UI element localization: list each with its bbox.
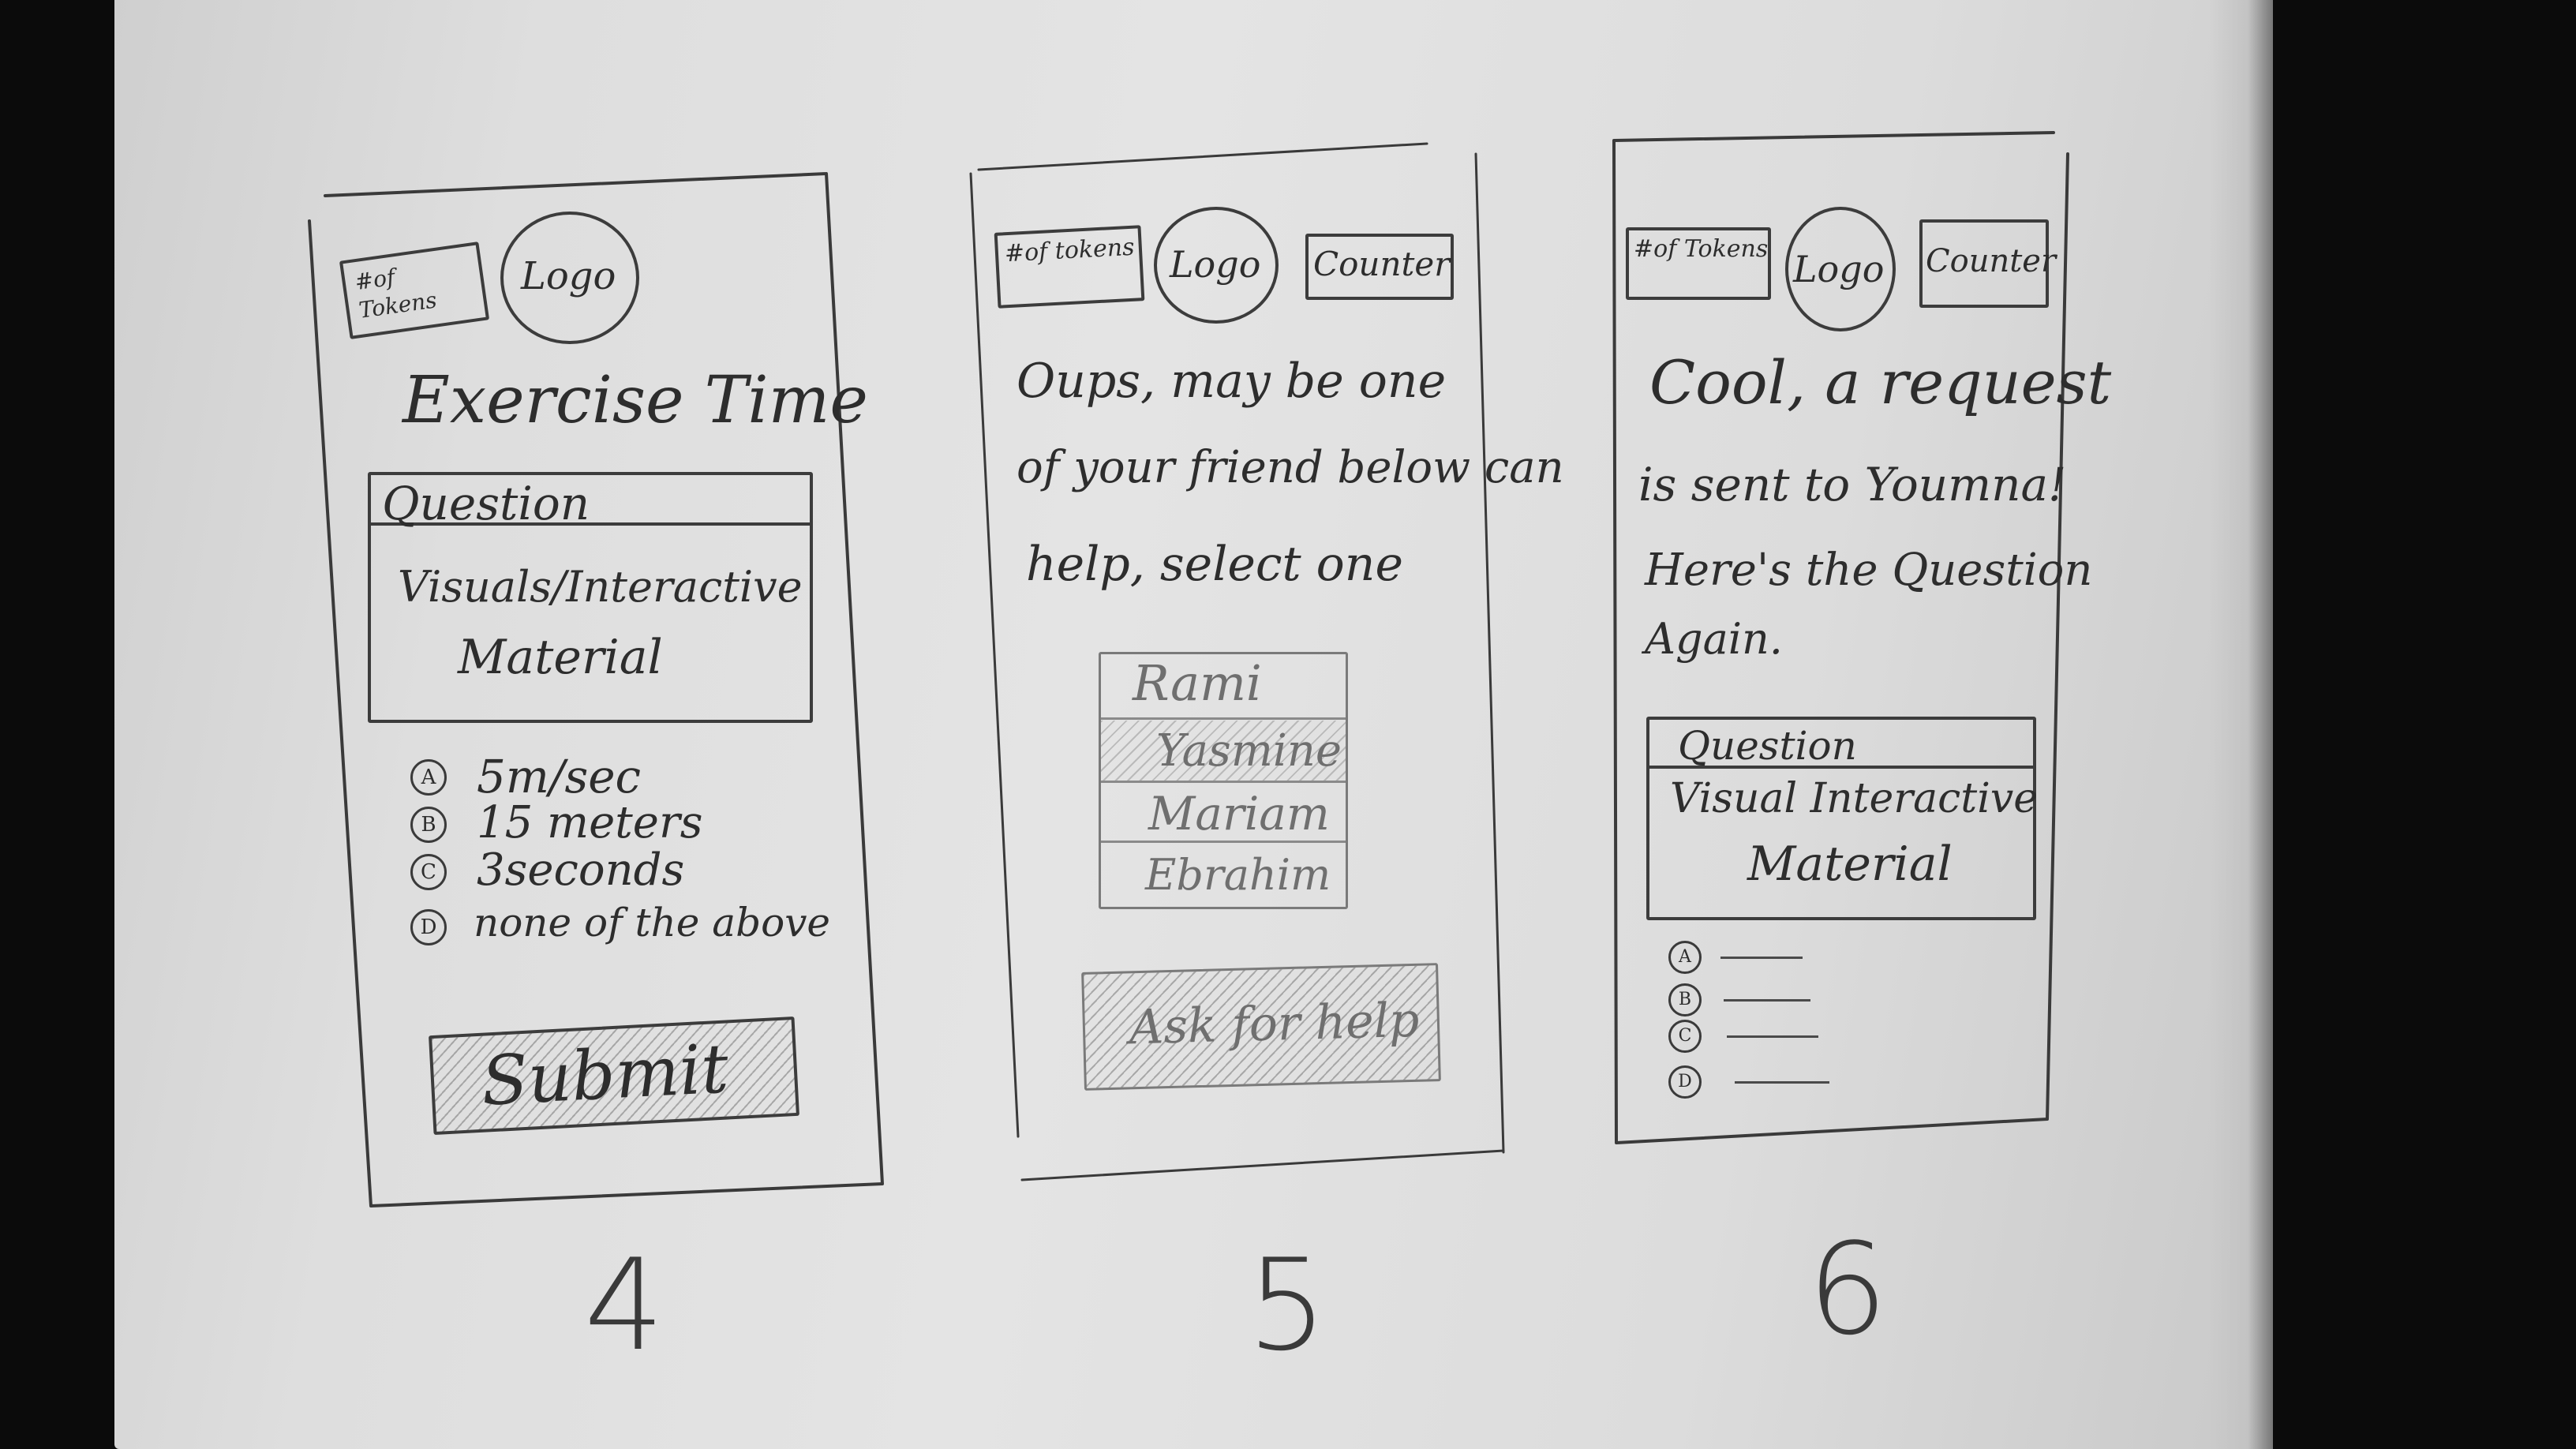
message-line-4: Again. bbox=[1645, 614, 1783, 664]
question-header-divider bbox=[371, 522, 810, 526]
friend-item[interactable]: Rami bbox=[1133, 654, 1262, 712]
tokens-box: #of Tokens bbox=[1626, 227, 1771, 300]
message-line-1: Cool, a request bbox=[1649, 347, 2112, 417]
paper-edge-shadow bbox=[2210, 0, 2273, 1449]
friends-list: Rami Yasmine Mariam Ebrahim bbox=[1099, 652, 1348, 909]
screen-number: 4 bbox=[584, 1231, 665, 1379]
logo-placeholder: Logo bbox=[1154, 207, 1279, 324]
message-line-2: of your friend below can bbox=[1017, 442, 1564, 493]
page-title: Exercise Time bbox=[402, 363, 868, 438]
friend-item[interactable]: Mariam bbox=[1148, 787, 1330, 841]
row-divider bbox=[1101, 841, 1346, 843]
question-box: Question Visuals/Interactive Material bbox=[368, 472, 813, 723]
message-line-3: help, select one bbox=[1026, 537, 1403, 592]
logo-placeholder: Logo bbox=[500, 212, 639, 344]
screen-number: 6 bbox=[1807, 1215, 1888, 1363]
friend-item[interactable]: Yasmine bbox=[1156, 725, 1342, 777]
question-box: Question Visual Interactive Material bbox=[1646, 717, 2038, 920]
message-line-3: Here's the Question bbox=[1645, 545, 2093, 596]
screen-number: 5 bbox=[1247, 1231, 1327, 1379]
row-divider bbox=[1101, 717, 1346, 720]
question-header-divider bbox=[1649, 766, 2033, 769]
friend-row-highlight bbox=[1101, 721, 1346, 781]
message-line-1: Oups, may be one bbox=[1017, 354, 1447, 409]
logo-placeholder: Logo bbox=[1785, 207, 1896, 331]
friend-item[interactable]: Ebrahim bbox=[1145, 850, 1331, 900]
answer-placeholder-line bbox=[1720, 957, 1803, 959]
counter-box: Counter bbox=[1919, 219, 2056, 308]
counter-box: Counter bbox=[1305, 234, 1454, 300]
message-line-2: is sent to Youmna! bbox=[1638, 458, 2067, 511]
answer-placeholder-line bbox=[1724, 999, 1810, 1002]
row-divider bbox=[1101, 781, 1346, 783]
answer-placeholder-line bbox=[1735, 1081, 1829, 1084]
answer-placeholder-line bbox=[1727, 1035, 1818, 1038]
